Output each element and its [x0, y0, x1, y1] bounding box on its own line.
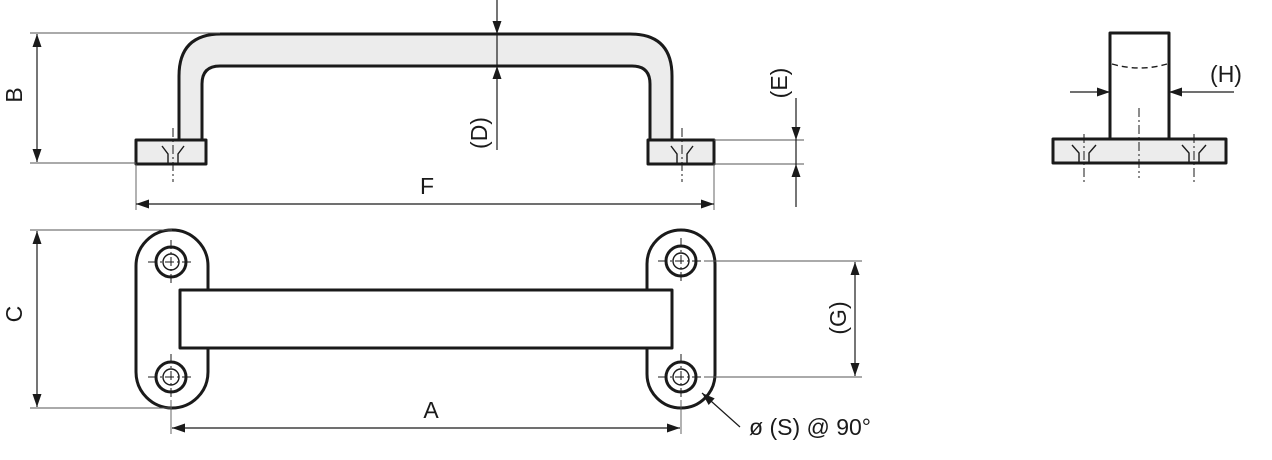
right-countersink-symbol [670, 145, 694, 164]
top-view: C (G) A ø (S) @ 90° [1, 228, 871, 440]
label-e: (E) [766, 68, 792, 99]
hidden-edge [1111, 63, 1168, 69]
handle-bar-profile [177, 32, 674, 142]
label-c: C [1, 306, 27, 323]
front-view: B (D) (E) F [1, 0, 804, 210]
left-foot [134, 138, 208, 166]
label-a: A [423, 397, 439, 423]
label-g: (G) [825, 301, 851, 334]
side-upright [1108, 31, 1171, 141]
label-b: B [1, 87, 27, 102]
label-f: F [420, 173, 434, 199]
side-view: (H) [1051, 31, 1242, 182]
label-s: ø (S) @ 90° [749, 414, 871, 440]
grip-bar [178, 288, 674, 350]
label-h: (H) [1210, 61, 1242, 87]
label-d: (D) [466, 117, 492, 149]
right-foot [646, 138, 716, 166]
left-countersink-symbol [161, 145, 185, 164]
